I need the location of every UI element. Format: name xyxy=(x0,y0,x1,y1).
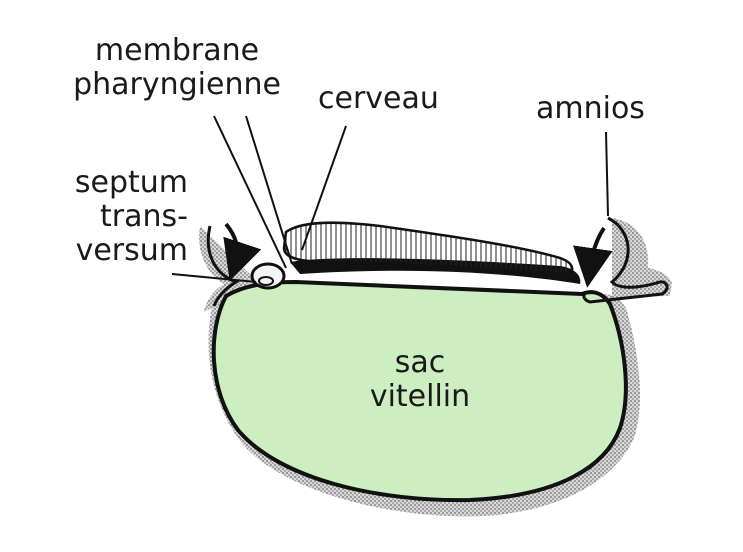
leader-cerveau xyxy=(301,125,347,251)
amnios-fold-right xyxy=(582,216,669,304)
label-membrane-line1: membrane xyxy=(94,33,260,68)
label-septum-transversum: septum trans- versum xyxy=(40,166,188,268)
yolk-sac xyxy=(211,279,628,503)
leader-membrane-2 xyxy=(245,115,293,265)
label-sac-vitellin: sac vitellin xyxy=(340,346,500,414)
curved-arrow-left-icon xyxy=(223,222,262,281)
brain-region xyxy=(282,221,574,276)
label-membrane-pharyngienne: membrane pharyngienne xyxy=(72,34,282,102)
amnios-fold-left xyxy=(206,225,240,307)
leader-membrane xyxy=(213,115,287,269)
label-sac-line1: sac xyxy=(394,345,446,380)
label-sac-line2: vitellin xyxy=(369,379,471,414)
label-septum-line3: versum xyxy=(75,233,188,268)
leader-septum xyxy=(171,273,257,283)
label-membrane-line2: pharyngienne xyxy=(73,67,281,102)
leader-amnios xyxy=(605,131,609,217)
label-septum-line1: septum xyxy=(74,165,188,200)
label-amnios: amnios xyxy=(536,91,645,126)
label-cerveau: cerveau xyxy=(318,81,439,116)
septum-knob-inner xyxy=(258,276,274,286)
curved-arrow-right-icon xyxy=(573,226,613,288)
label-septum-line2: trans- xyxy=(100,199,188,234)
